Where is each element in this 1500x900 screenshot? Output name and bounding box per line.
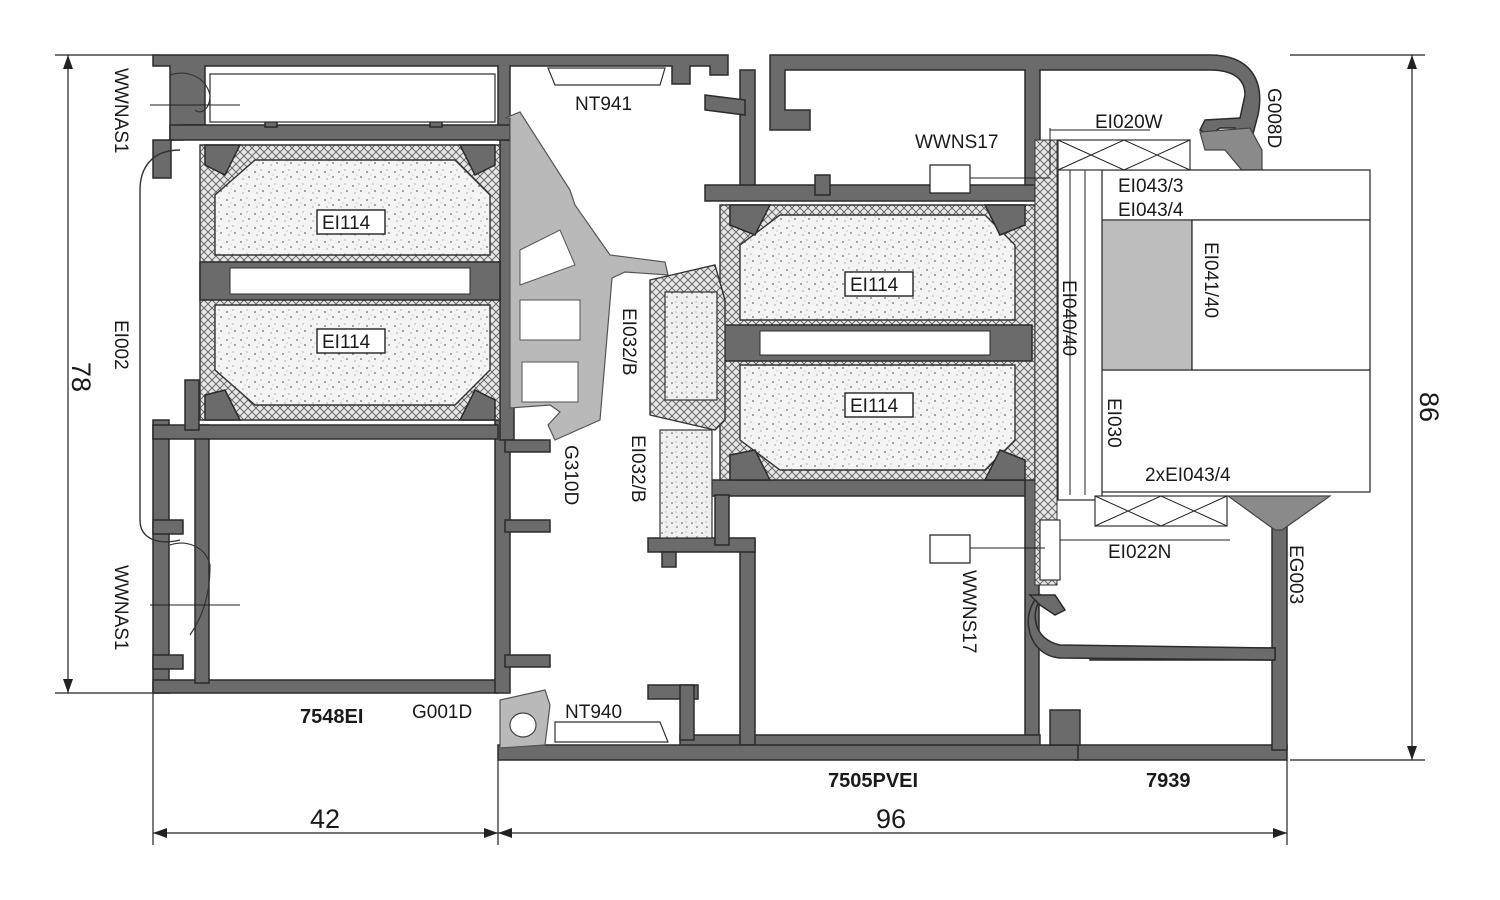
- label-ei040-40: EI040/40: [1058, 280, 1079, 356]
- label-ei114-3: EI114: [850, 275, 899, 296]
- label-wwnas1-top: WWNAS1: [110, 68, 131, 154]
- callout-labels: WWNAS1 EI002 WWNAS1 NT941 WWNS17 EI020W …: [66, 68, 1444, 834]
- dimension-width-right: 96: [876, 804, 906, 834]
- label-eg003: EG003: [1285, 545, 1306, 604]
- label-nt941: NT941: [575, 94, 632, 115]
- label-ei114-2: EI114: [322, 332, 371, 353]
- label-2x-ei043-4: 2xEI043/4: [1145, 465, 1231, 486]
- label-ei041-40: EI041/40: [1200, 242, 1221, 318]
- label-ei020w: EI020W: [1095, 112, 1163, 133]
- middle-sash-profile: [647, 54, 1261, 749]
- profile-code-left: 7548EI: [300, 706, 363, 728]
- label-wwns17-top: WWNS17: [915, 132, 998, 153]
- sash-gasket-g310d: [504, 111, 669, 441]
- label-ei032b-top: EI032/B: [618, 308, 639, 376]
- label-g001d: G001D: [412, 702, 472, 723]
- label-ei002: EI002: [110, 320, 131, 370]
- label-ei032b-bottom: EI032/B: [627, 435, 648, 503]
- label-ei043-4: EI043/4: [1118, 200, 1184, 221]
- label-ei114-1: EI114: [322, 213, 371, 234]
- label-ei022n: EI022N: [1108, 542, 1171, 563]
- profile-code-middle: 7505PVEI: [828, 770, 918, 792]
- label-wwns17-bottom: WWNS17: [958, 570, 979, 653]
- dimension-lines: [55, 54, 1425, 845]
- dimension-height-right: 86: [1414, 392, 1444, 422]
- dimension-height-left: 78: [66, 362, 96, 392]
- label-g008d: G008D: [1263, 88, 1284, 148]
- label-wwnas1-bottom: WWNAS1: [110, 565, 131, 651]
- label-nt940: NT940: [565, 702, 622, 723]
- label-ei114-4: EI114: [850, 396, 899, 417]
- label-ei043-3: EI043/3: [1118, 176, 1184, 197]
- label-g310d: G310D: [560, 445, 581, 505]
- dimension-width-left: 42: [310, 804, 340, 834]
- profile-code-right: 7939: [1146, 770, 1191, 792]
- label-ei030: EI030: [1103, 398, 1124, 448]
- glazing-area: [499, 67, 1371, 749]
- left-frame-profile: [139, 54, 729, 694]
